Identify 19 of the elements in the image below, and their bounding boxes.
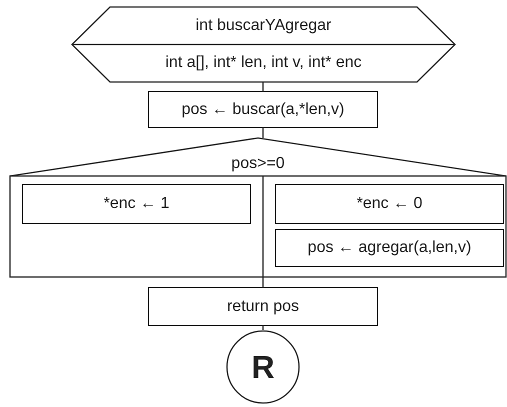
statement-text: *enc ← 1 [104,195,170,213]
process-box [275,184,504,224]
return-connector-circle [226,330,300,404]
process-box [275,229,504,267]
process-box [148,287,378,326]
statement-text: pos ← agregar(a,len,v) [308,239,472,257]
statement-text: pos ← buscar(a,*len,v) [182,100,344,118]
connector-letter: R [251,348,275,386]
connector-line [262,128,264,138]
parameter-list: int a[], int* len, int v, int* enc [165,54,362,72]
process-box [22,184,251,224]
function-header-hexagon [72,7,455,82]
connector-line [262,277,264,287]
statement-text: *enc ← 0 [356,195,422,213]
statement-text: return pos [226,298,300,316]
process-box [148,91,378,128]
condition-label: pos>=0 [231,155,285,173]
function-name: int buscarYAgregar [196,16,332,35]
condition-block [10,138,506,277]
